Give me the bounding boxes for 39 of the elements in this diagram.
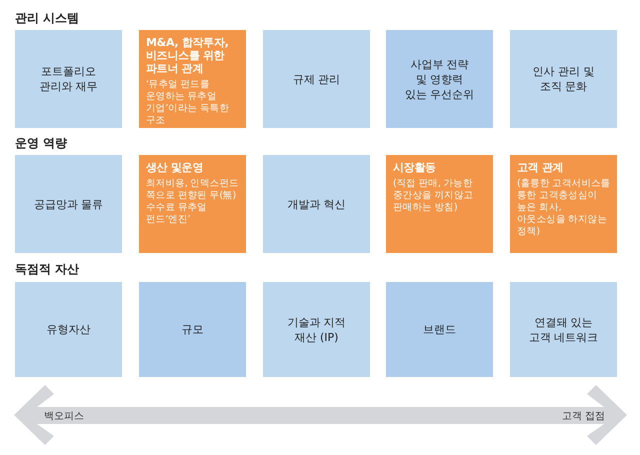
box-heading: M&A, 합작투자, 비즈니스를 위한 파트너 관계 bbox=[146, 36, 230, 75]
category-box bbox=[510, 30, 617, 128]
box-label: 기술과 지적 재산 (IP) bbox=[286, 314, 347, 344]
row-heading: 관리 시스템 bbox=[15, 10, 80, 27]
box-label: 연결돼 있는 고객 네트워크 bbox=[528, 314, 600, 344]
arrow-label: 백오피스 bbox=[44, 410, 84, 423]
category-box bbox=[263, 155, 370, 253]
box-description: (훌륭한 고객서비스를 통한 고객충성심이 높은 회사, 아웃소싱을 하지않는 정책) bbox=[517, 178, 612, 238]
box-description: (직접 판매, 가능한 중간상을 끼지않고 판매하는 방침) bbox=[393, 178, 474, 214]
box-heading: 고객 관계 bbox=[517, 161, 564, 174]
box-label: 공급망과 물류 bbox=[34, 196, 104, 212]
category-box bbox=[263, 30, 370, 128]
category-box bbox=[263, 282, 370, 377]
box-heading: 시장활동 bbox=[393, 161, 436, 174]
box-description: ‘뮤추얼 펀드를 운영하는 뮤추얼 기업’이라는 독특한 구조 bbox=[146, 79, 230, 127]
category-box bbox=[139, 282, 246, 377]
box-label: 개발과 혁신 bbox=[287, 196, 346, 212]
category-box bbox=[386, 282, 493, 377]
category-box bbox=[510, 282, 617, 377]
row-heading: 운영 역량 bbox=[15, 135, 68, 152]
highlight-box bbox=[139, 155, 246, 253]
box-label: 브랜드 bbox=[423, 322, 456, 337]
box-label: 인사 관리 및 조직 문화 bbox=[532, 64, 596, 94]
category-box bbox=[15, 155, 122, 253]
row-heading: 독점적 자산 bbox=[15, 261, 80, 278]
category-box bbox=[386, 30, 493, 128]
arrow-label: 고객 접점 bbox=[562, 410, 606, 423]
box-description: 최저비용, 인덱스펀드 쪽으로 편향된 무(無)수수료 뮤추얼 펀드‘엔진’ bbox=[146, 178, 240, 226]
highlight-box bbox=[139, 30, 246, 128]
category-box bbox=[15, 282, 122, 377]
box-label: 포트폴리오 관리와 재무 bbox=[38, 64, 99, 94]
highlight-box bbox=[510, 155, 617, 253]
category-box bbox=[15, 30, 122, 128]
box-label: 사업부 전략 및 영향력 있는 우선순위 bbox=[404, 56, 474, 102]
box-heading: 생산 및운영 bbox=[146, 161, 204, 174]
box-label: 규모 bbox=[182, 322, 204, 337]
highlight-box bbox=[386, 155, 493, 253]
box-label: 규제 관리 bbox=[292, 72, 340, 86]
box-label: 유형자산 bbox=[46, 322, 90, 337]
